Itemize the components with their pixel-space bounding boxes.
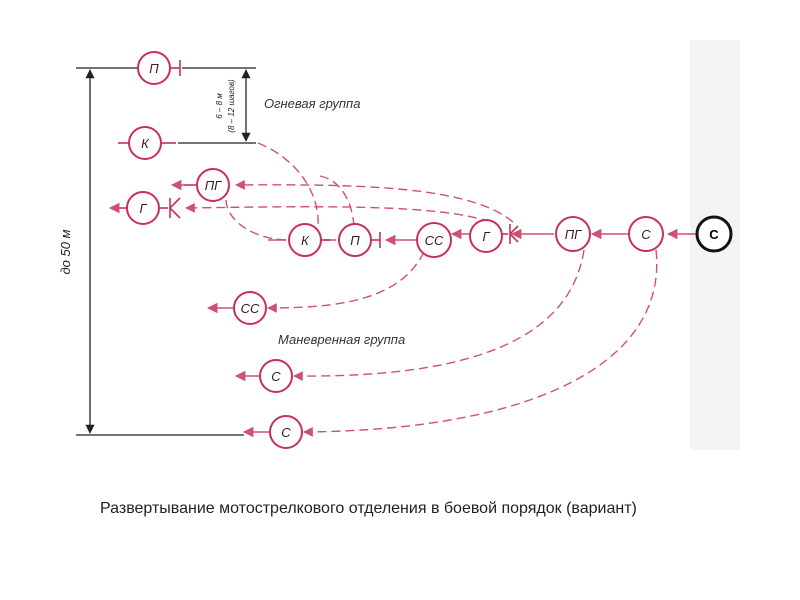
node-pg-left: ПГ	[196, 168, 230, 202]
node-g-column: Г	[469, 219, 503, 253]
svg-text:Г: Г	[482, 229, 490, 244]
svg-text:К: К	[301, 233, 310, 248]
svg-text:СС: СС	[241, 301, 260, 316]
node-s-lead: С	[695, 215, 733, 253]
svg-text:С: С	[641, 227, 651, 242]
svg-text:СС: СС	[425, 233, 444, 248]
node-k-top: К	[128, 126, 162, 160]
deployment-paths	[185, 142, 658, 437]
spacing-label-2: (8 – 12 шагов)	[227, 79, 236, 133]
svg-text:ПГ: ПГ	[565, 227, 582, 242]
spacing-label-1: 6 – 8 м	[215, 93, 224, 119]
maneuver-group-label: Маневренная группа	[278, 332, 405, 347]
svg-text:С: С	[709, 227, 719, 242]
node-pg-column: ПГ	[555, 216, 591, 252]
node-s-column: С	[628, 216, 664, 252]
figure-caption: Развертывание мотострелкового отделения …	[100, 500, 637, 517]
svg-text:С: С	[281, 425, 291, 440]
node-ss-low: СС	[233, 291, 267, 325]
left-arrows	[108, 179, 270, 438]
svg-text:П: П	[149, 61, 159, 76]
svg-text:К: К	[141, 136, 150, 151]
node-s-low-2: С	[269, 415, 303, 449]
distance-label: до 50 м	[58, 229, 73, 274]
spacing-dimension: 6 – 8 м (8 – 12 шагов)	[178, 67, 256, 144]
node-p-column: П	[338, 223, 372, 257]
distance-dimension: до 50 м	[58, 67, 244, 436]
node-p-top: П	[137, 51, 171, 85]
svg-text:С: С	[271, 369, 281, 384]
node-k-column: К	[288, 223, 322, 257]
node-g-left: Г	[126, 191, 160, 225]
svg-text:Г: Г	[139, 201, 147, 216]
fire-group-label: Огневая группа	[264, 96, 360, 111]
node-s-low-1: С	[259, 359, 293, 393]
node-ss-column: СС	[416, 222, 452, 258]
svg-text:П: П	[350, 233, 360, 248]
svg-text:ПГ: ПГ	[205, 178, 222, 193]
